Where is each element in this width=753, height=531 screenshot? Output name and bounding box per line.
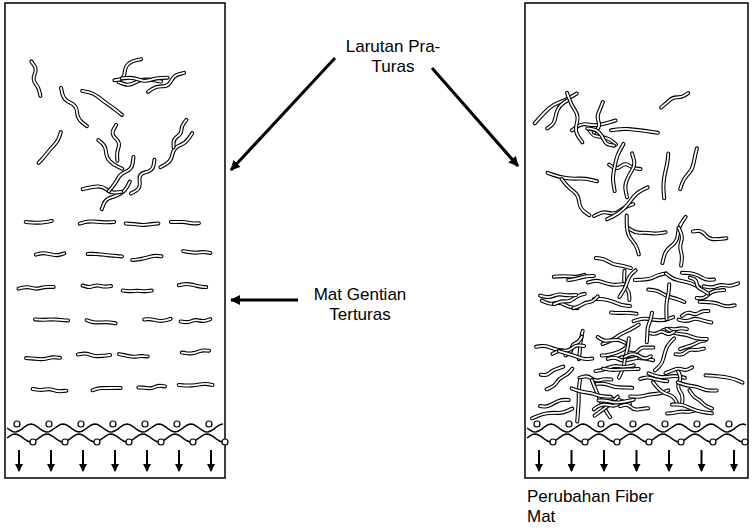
leader-arrow (231, 299, 298, 302)
leader-arrow (432, 68, 518, 166)
text-label: Mat Gentian Terturas (300, 285, 420, 325)
text-label: Larutan Pra-Turas (338, 37, 448, 77)
filter-mesh (7, 421, 748, 471)
filter-column-right (525, 3, 748, 478)
fibers (19, 59, 743, 421)
leader-arrow (231, 58, 335, 170)
filter-column-left (5, 3, 225, 478)
text-label: Perubahan Fiber Mat (527, 487, 657, 527)
